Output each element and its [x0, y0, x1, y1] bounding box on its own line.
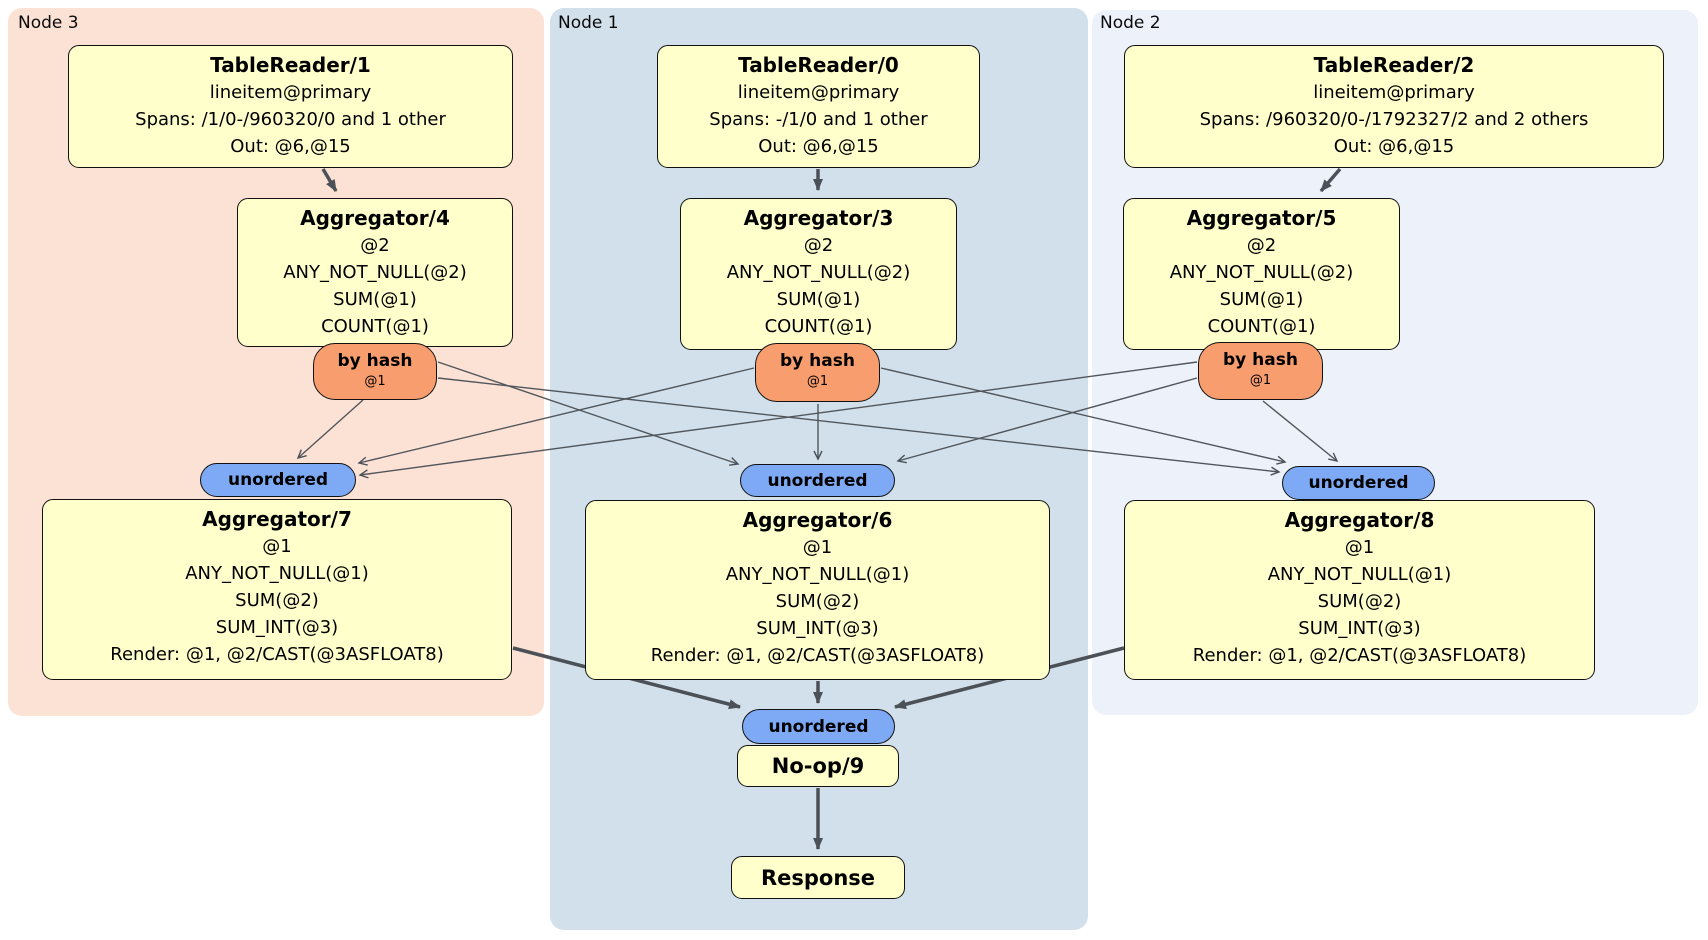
router-detail: @1: [1249, 373, 1272, 388]
processor-detail: @1: [1344, 537, 1375, 558]
processor-detail: SUM(@1): [1219, 289, 1304, 310]
edge-hash1-sync3: [357, 367, 755, 466]
sync-label: unordered: [767, 470, 868, 491]
processor-detail: SUM(@2): [1317, 591, 1402, 612]
processor-title: Aggregator/6: [742, 508, 893, 532]
edge-hash1-sync2: [880, 367, 1287, 465]
processor-detail: SUM_INT(@3): [215, 617, 339, 638]
processor-detail: Spans: -/1/0 and 1 other: [709, 109, 928, 130]
processor-detail: Spans: /960320/0-/1792327/2 and 2 others: [1199, 109, 1589, 130]
processor-detail: Spans: /1/0-/960320/0 and 1 other: [135, 109, 446, 130]
processor-detail: ANY_NOT_NULL(@1): [185, 563, 369, 584]
aggregator-box: Aggregator/6 @1 ANY_NOT_NULL(@1) SUM(@2)…: [585, 500, 1050, 680]
table-reader-box: TableReader/0 lineitem@primary Spans: -/…: [657, 45, 980, 168]
processor-title: Aggregator/5: [1186, 206, 1337, 230]
router-detail: @1: [806, 374, 829, 389]
router-label: by hash: [1223, 350, 1298, 370]
processor-detail: ANY_NOT_NULL(@1): [725, 564, 910, 585]
table-reader-box: TableReader/2 lineitem@primary Spans: /9…: [1124, 45, 1664, 168]
processor-title: No-op/9: [771, 754, 865, 778]
sync-label: unordered: [768, 716, 869, 737]
processor-detail: lineitem@primary: [737, 82, 900, 103]
processor-detail: SUM(@2): [775, 591, 860, 612]
processor-detail: SUM_INT(@3): [1298, 618, 1421, 639]
router-detail: @1: [364, 374, 386, 389]
processor-detail: COUNT(@1): [321, 316, 429, 337]
processor-detail: Out: @6,@15: [1333, 136, 1455, 157]
hash-router: by hash @1: [313, 343, 437, 400]
processor-detail: SUM_INT(@3): [756, 618, 879, 639]
hash-router: by hash @1: [1198, 342, 1323, 400]
node3-label: Node 3: [18, 13, 79, 33]
aggregator-box: Aggregator/7 @1 ANY_NOT_NULL(@1) SUM(@2)…: [42, 499, 512, 680]
aggregator-box: Aggregator/5 @2 ANY_NOT_NULL(@2) SUM(@1)…: [1123, 198, 1400, 350]
processor-detail: lineitem@primary: [209, 82, 372, 103]
hash-router: by hash @1: [755, 343, 880, 402]
processor-detail: ANY_NOT_NULL(@1): [1267, 564, 1452, 585]
processor-detail: SUM(@1): [776, 289, 861, 310]
table-reader-box: TableReader/1 lineitem@primary Spans: /1…: [68, 45, 513, 168]
unordered-sync: unordered: [1282, 466, 1435, 500]
processor-title: Aggregator/8: [1284, 508, 1435, 532]
edge-tr1-agg4: [321, 168, 338, 192]
processor-detail: ANY_NOT_NULL(@2): [726, 262, 911, 283]
processor-detail: COUNT(@1): [764, 316, 873, 337]
processor-detail: @2: [360, 235, 390, 256]
processor-detail: lineitem@primary: [1313, 82, 1475, 103]
processor-detail: SUM(@1): [333, 289, 417, 310]
processor-title: TableReader/0: [738, 53, 899, 77]
processor-detail: Render: @1, @2/CAST(@3ASFLOAT8): [650, 645, 985, 666]
processor-title: Response: [760, 865, 876, 890]
router-label: by hash: [780, 351, 855, 371]
node2-label: Node 2: [1100, 13, 1161, 33]
aggregator-box: Aggregator/3 @2 ANY_NOT_NULL(@2) SUM(@1)…: [680, 198, 957, 350]
edge-hash2-sync3: [358, 361, 1198, 479]
processor-title: TableReader/2: [1313, 53, 1475, 77]
unordered-sync: unordered: [200, 463, 356, 497]
edge-hash3-sync2: [437, 377, 1281, 476]
noop-box: No-op/9: [737, 745, 899, 787]
processor-detail: ANY_NOT_NULL(@2): [1169, 262, 1354, 283]
processor-detail: ANY_NOT_NULL(@2): [283, 262, 467, 283]
aggregator-box: Aggregator/8 @1 ANY_NOT_NULL(@1) SUM(@2)…: [1124, 500, 1595, 680]
aggregator-box: Aggregator/4 @2 ANY_NOT_NULL(@2) SUM(@1)…: [237, 198, 513, 347]
node1-label: Node 1: [558, 13, 619, 33]
processor-title: TableReader/1: [210, 53, 371, 77]
edge-tr2-agg5: [1319, 167, 1342, 193]
processor-title: Aggregator/4: [300, 206, 450, 230]
unordered-sync: unordered: [740, 464, 895, 497]
processor-detail: @1: [262, 536, 292, 557]
processor-detail: SUM(@2): [235, 590, 319, 611]
edge-hash3-sync3: [296, 399, 364, 460]
edge-hash3-sync1: [437, 361, 740, 466]
edge-hash2-sync2: [1262, 400, 1339, 462]
processor-title: Aggregator/7: [202, 507, 352, 531]
sync-label: unordered: [1308, 473, 1409, 493]
processor-title: Aggregator/3: [743, 206, 894, 230]
edge-hash2-sync1: [896, 377, 1198, 464]
response-box: Response: [731, 856, 905, 899]
processor-detail: @2: [803, 235, 834, 256]
final-unordered-sync: unordered: [742, 709, 895, 744]
processor-detail: Render: @1, @2/CAST(@3ASFLOAT8): [110, 644, 444, 665]
processor-detail: Render: @1, @2/CAST(@3ASFLOAT8): [1192, 645, 1527, 666]
processor-detail: @2: [1246, 235, 1277, 256]
processor-detail: COUNT(@1): [1207, 316, 1316, 337]
processor-detail: Out: @6,@15: [758, 136, 879, 157]
processor-detail: @1: [802, 537, 833, 558]
processor-detail: Out: @6,@15: [230, 136, 351, 157]
sync-label: unordered: [227, 470, 329, 490]
router-label: by hash: [337, 351, 413, 371]
